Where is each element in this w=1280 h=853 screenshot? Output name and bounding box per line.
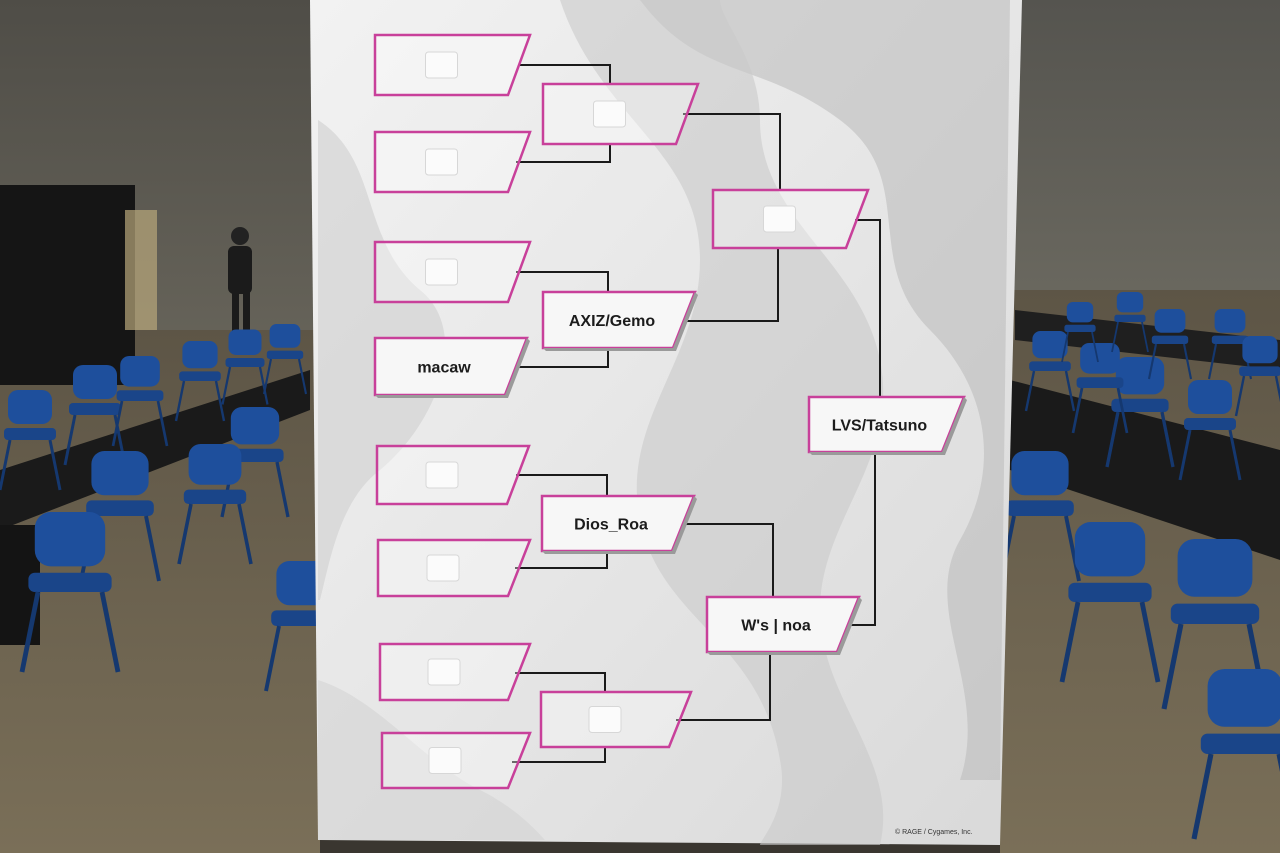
round1-slot — [373, 130, 532, 194]
table-right-front — [1010, 380, 1280, 560]
marble-swirl — [640, 0, 1010, 780]
bracket-connector-line — [683, 113, 781, 190]
right-wall — [1000, 0, 1280, 300]
person — [228, 227, 252, 344]
chair — [1111, 292, 1149, 353]
velcro-pad — [425, 461, 459, 489]
round1-slot — [376, 538, 532, 598]
chair — [1161, 539, 1269, 710]
chair — [111, 356, 169, 447]
quarterfinal-slot: Dios_Roa — [540, 494, 697, 554]
player-name: W's | noa — [741, 618, 811, 635]
chairs — [0, 292, 1280, 840]
velcro-pad — [588, 706, 622, 733]
round1-slot: macaw — [373, 336, 530, 398]
copyright-credit: © RAGE / Cygames, Inc. — [895, 828, 973, 836]
round1-slot — [375, 444, 531, 506]
chair — [174, 341, 226, 422]
chair — [1178, 380, 1242, 481]
player-name: AXIZ/Gemo — [569, 313, 655, 330]
bracket-connector-line — [676, 652, 771, 721]
velcro-pad — [425, 258, 458, 286]
bracket-connector-line — [845, 452, 876, 626]
bracket-connector-line — [516, 474, 608, 496]
chair — [1024, 331, 1076, 412]
bracket-connectors — [512, 64, 881, 763]
bracket-connector-line — [516, 144, 611, 163]
chair — [1059, 522, 1161, 683]
chair — [19, 512, 121, 673]
chair — [1071, 343, 1129, 434]
velcro-pad — [428, 747, 462, 774]
bracket-connector-line — [512, 747, 606, 763]
chair — [1234, 336, 1280, 417]
bracket-connector-line — [680, 523, 774, 597]
chair — [221, 329, 269, 405]
bracket-connector-line — [518, 64, 611, 84]
bracket-connector-line — [680, 248, 779, 322]
round1-slot — [380, 731, 532, 790]
velcro-pad — [763, 205, 796, 233]
player-name: LVS/Tatsuno — [832, 418, 928, 435]
quarterfinal-slot: AXIZ/Gemo — [541, 290, 698, 351]
chair — [1147, 309, 1193, 380]
round1-slot — [373, 240, 532, 304]
chair — [0, 390, 62, 491]
chair — [177, 444, 253, 565]
bracket-connector-line — [855, 219, 881, 397]
round1-slot — [378, 642, 532, 702]
table-left — [0, 370, 310, 530]
quarterfinal-slot — [541, 82, 700, 146]
black-curtain — [0, 185, 135, 385]
chair — [1191, 669, 1280, 840]
chair — [220, 407, 290, 518]
velcro-pad — [426, 554, 460, 582]
semifinal-slot — [711, 188, 870, 250]
final-slot: LVS/Tatsuno — [807, 395, 967, 455]
bracket-connector-line — [515, 348, 609, 368]
velcro-pad — [593, 100, 626, 128]
bracket-connector-line — [516, 271, 609, 292]
chair — [262, 324, 308, 395]
bracket-connector-line — [515, 672, 606, 692]
player-name: Dios_Roa — [574, 517, 648, 534]
player-name: macaw — [417, 360, 471, 377]
quarterfinal-slot — [539, 690, 693, 749]
bracket-connector-line — [515, 551, 608, 569]
chair — [1061, 302, 1099, 363]
semifinal-slot: W's | noa — [705, 595, 862, 655]
round1-slot — [373, 33, 532, 97]
velcro-pad — [425, 51, 458, 79]
velcro-pad — [425, 148, 458, 176]
chair — [1105, 357, 1175, 468]
barrier-post — [125, 210, 157, 330]
velcro-pad — [427, 658, 461, 686]
